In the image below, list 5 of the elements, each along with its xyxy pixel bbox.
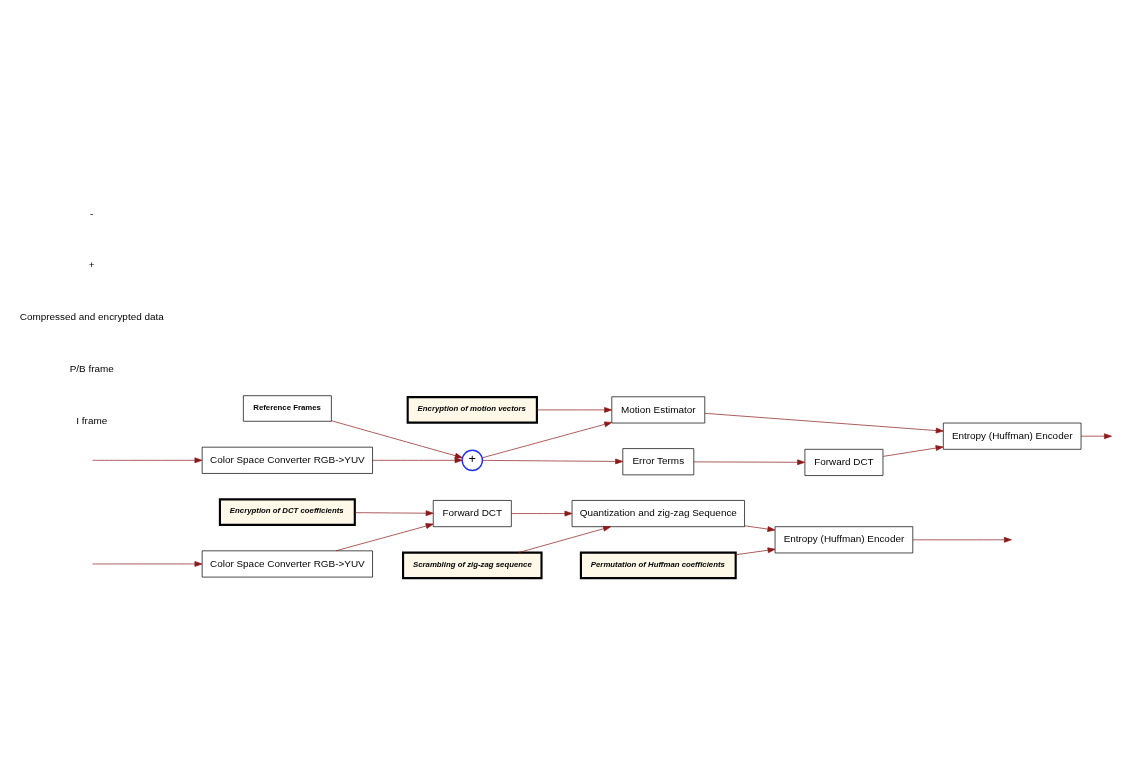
label: +: [88, 258, 95, 270]
label: Compressed and encrypted data: [19, 310, 164, 322]
label: P/B frame: [69, 362, 114, 374]
label: I frame: [76, 414, 108, 426]
label: -: [90, 207, 94, 219]
